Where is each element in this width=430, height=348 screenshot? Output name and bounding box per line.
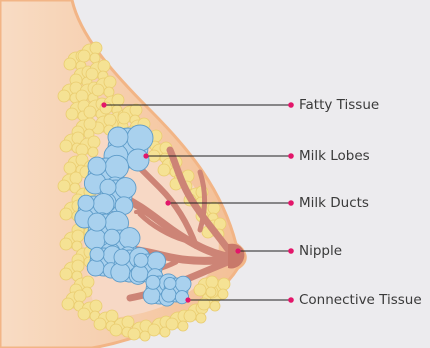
- label-milk-lobes: Milk Lobes: [299, 148, 370, 164]
- marker-dot-ducts-start: [165, 200, 170, 205]
- marker-dot-connective-end: [288, 297, 294, 303]
- marker-dot-fatty-start: [101, 102, 106, 107]
- marker-dot-ducts-end: [288, 200, 294, 206]
- marker-dot-fatty-end: [288, 102, 294, 108]
- label-connective-tissue: Connective Tissue: [299, 292, 422, 308]
- label-fatty-tissue: Fatty Tissue: [299, 97, 379, 113]
- label-nipple: Nipple: [299, 243, 342, 259]
- marker-dot-lobes-end: [288, 153, 294, 159]
- marker-dot-nipple-start: [235, 248, 240, 253]
- marker-dot-nipple-end: [288, 248, 294, 254]
- marker-dot-connective-start: [185, 297, 190, 302]
- label-milk-ducts: Milk Ducts: [299, 195, 369, 211]
- marker-dot-lobes-start: [143, 153, 148, 158]
